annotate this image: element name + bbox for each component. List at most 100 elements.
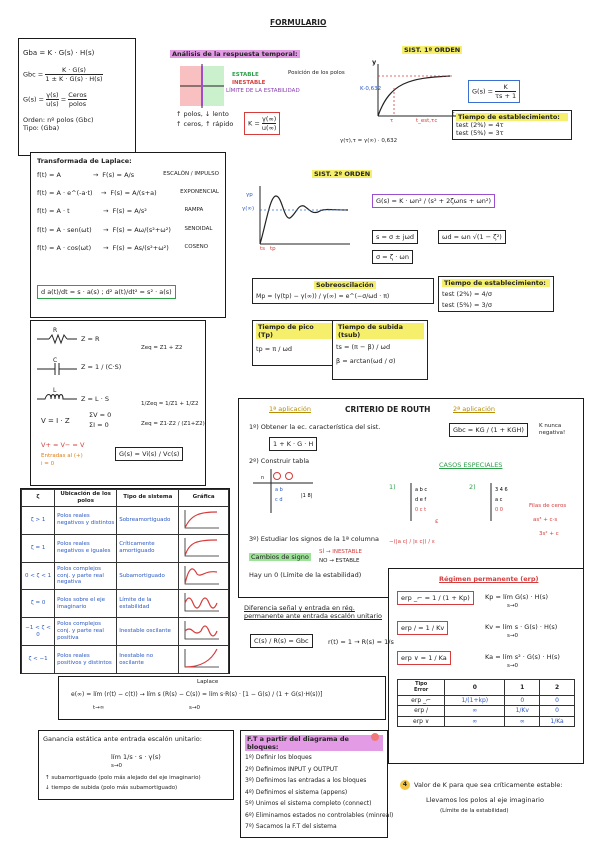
l-eq: Z = L · S <box>81 395 109 403</box>
paralelo-eq: 1/Zeq = 1/Z1 + 1/Z2 <box>141 401 199 407</box>
so-yinf: γ(∞) <box>242 206 255 212</box>
laplace-rhs: F(s) = A/s <box>102 171 135 180</box>
laplace-name: EXPONENCIAL <box>180 189 219 196</box>
laplace-row: f(t) = A · cos(ωt)→F(s) = As/(s²+ω²)COSE… <box>37 244 219 252</box>
gbc-den: 1 ± K · G(s) · H(s) <box>45 73 103 83</box>
erp1: erp _⌐ = 1 / (1 + Kp) <box>397 591 474 606</box>
svg-text:0 c t: 0 c t <box>415 507 426 513</box>
vplus-eq: V+ = V− = V <box>41 441 85 449</box>
temporal-title: Análisis de la respuesta temporal: <box>170 50 300 59</box>
deriv2: d² a(t)/dt² = s² · a(s) <box>105 288 172 296</box>
valor-k-line3: (Límite de la estabilidad) <box>440 808 509 814</box>
svg-text:a c: a c <box>495 497 503 503</box>
first-order-section: SIST. 1º ORDEN y t τ t_est,τc K·0,632 G(… <box>340 46 586 156</box>
routh-aux: as³ + c·s <box>533 517 558 523</box>
fo-gs-den: τs + 1 <box>495 91 517 101</box>
routh-eps: ε <box>435 517 439 525</box>
bloques-title: F.T a partir del diagrama de bloques: <box>245 735 383 752</box>
fo-gs-label: G(s) = <box>472 87 494 96</box>
temporal-section: Análisis de la respuesta temporal: Posic… <box>170 50 380 142</box>
laplace-lhs: f(t) = A · e^(-a·t) <box>37 189 93 198</box>
k-den: u(∞) <box>261 123 277 133</box>
first-order-t: t <box>452 110 455 118</box>
so-yp: γp <box>246 192 253 198</box>
routh-step3: 3º) Estudiar los signos de la 1ª columna <box>249 535 379 543</box>
kv-eq: Kv = lím s · G(s) · H(s) <box>485 623 558 631</box>
routh-casos: CASOS ESPECIALES <box>439 461 503 469</box>
so-sigma-wd: s = σ ± jωd <box>372 230 419 245</box>
tipo-cell: Inestable oscilante <box>116 617 180 647</box>
first-order-ts-box: Tiempo de establecimiento: test (2%) = 4… <box>452 110 572 141</box>
limite-label: LÍMITE DE LA ESTABILIDAD <box>226 88 300 94</box>
mp-formula: Mp = (γ(tp) − γ(∞)) / γ(∞) = e^(−σ/ωd · … <box>256 293 390 301</box>
polos-cell: Polos sobre el eje imaginario <box>54 589 118 619</box>
response-curve-icon <box>184 593 220 612</box>
list-item: 3º) Definimos las entradas a los bloques <box>245 777 367 785</box>
error-cell: 1/Kv <box>504 705 541 717</box>
th-zeta: ζ <box>20 489 56 507</box>
ganancia-lim: s→0 <box>111 763 122 769</box>
grafica-cell <box>178 561 229 591</box>
error-limit-eq: e(∞) = lím (r(t) − c(t)) → lím s (R(s) −… <box>71 691 323 698</box>
ks-note: K·0,632 <box>360 86 382 92</box>
error-cell: 0 <box>539 705 575 717</box>
arrow-right-icon: → <box>103 207 109 216</box>
l-label: L <box>53 387 57 394</box>
laplace-lhs: f(t) = A · sen(ωt) <box>37 225 92 234</box>
svg-text:a b: a b <box>275 487 283 493</box>
kirch1: ΣV = 0 <box>89 411 112 419</box>
t-est-note: t_est,τc <box>416 118 438 124</box>
routh-eps-formula: −(|a c| / |ε c|) / ε <box>389 539 435 545</box>
note-063: γ(τ),τ = γ(∞) · 0,632 <box>340 138 398 144</box>
fo-gs-num: K <box>503 83 508 91</box>
so-test-box: Tiempo de establecimiento: test (2%) = 4… <box>438 276 554 313</box>
arrow-right-icon: → <box>103 225 109 234</box>
gs-den: u(s) <box>46 99 59 109</box>
tp-title: Tiempo de pico (Tp) <box>256 323 332 340</box>
kp-eq: Kp = lím G(s) · H(s) <box>485 593 549 601</box>
tsub-box: Tiempo de subida (tsub) ts = (π − β) / ω… <box>332 320 428 380</box>
routh-aux2: 3s² + c <box>539 531 559 537</box>
response-curve-icon <box>184 621 220 640</box>
laplace-name: SENOIDAL <box>184 225 213 232</box>
so-tp: tp <box>270 246 276 252</box>
second-order-section: SIST. 2º ORDEN γp γ(∞) tp ts G(s) = K · … <box>232 170 592 396</box>
error-cell: ∞ <box>444 715 506 727</box>
fo-ts5: test (5%) = 3τ <box>456 129 504 138</box>
laplace-name: COSENO <box>184 243 209 250</box>
fo-ts2: test (2%) = 4τ <box>456 121 504 130</box>
serie-eq: Zeq = Z1 + Z2 <box>141 345 183 351</box>
laplace-rhs: F(s) = A/s² <box>112 207 147 216</box>
pole-plane-diagram <box>180 64 224 108</box>
laplace-name: RAMPA <box>184 207 204 214</box>
svg-text:a b c: a b c <box>415 487 427 493</box>
poles-table: ζ Ubicación de los polos Tipo de sistema… <box>20 489 229 674</box>
r-eq: Z = R <box>81 335 100 343</box>
so-test2: test (2%) = 4/σ <box>442 290 492 299</box>
beta-eq: β = arctan(ωd / σ) <box>336 357 396 366</box>
regimen-box: Régimen permanente (erp) erp _⌐ = 1 / (1… <box>388 568 584 764</box>
r-label: R <box>53 327 58 334</box>
tipo-cell: Subamortiguado <box>116 561 180 591</box>
k-frac: γ(∞)u(∞) <box>261 115 277 133</box>
th-tipo: Tipo de sistema <box>116 489 180 507</box>
routh-title: CRITERIO DE ROUTH <box>345 405 431 414</box>
col-tipo-1: 1 <box>504 679 541 696</box>
gs-ceros: Ceros <box>68 91 87 99</box>
first-order-response-graph <box>377 64 456 117</box>
gba-formula: Gba = K · G(s) · H(s) <box>23 49 95 57</box>
routh-no: NO → ESTABLE <box>319 558 360 564</box>
laplace-rhs: F(s) = Aω/(s²+ω²) <box>112 225 171 234</box>
diferencia-eq2: r(t) = 1 → R(s) = 1/s <box>328 638 394 646</box>
laplace-row: f(t) = A · e^(-a·t)→F(s) = A/(s+a)EXPONE… <box>37 189 219 197</box>
diferencia-eq1: C(s) / R(s) = Gbc <box>250 634 313 649</box>
sobre-title: Sobreoscilación <box>314 281 376 290</box>
bloques-box: F.T a partir del diagrama de bloques: 1º… <box>240 730 393 838</box>
so-ts: ts <box>260 246 266 252</box>
